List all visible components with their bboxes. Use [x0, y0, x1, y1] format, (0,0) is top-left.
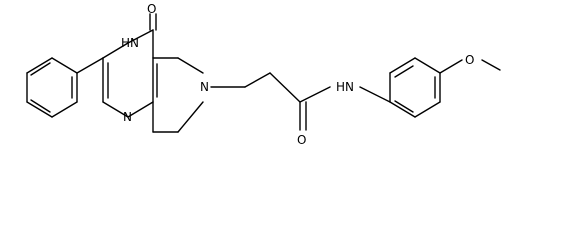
phenyl-link-bond	[76, 57, 104, 74]
ring-carbonyl	[149, 13, 157, 31]
amide-aryl-bond	[359, 86, 391, 103]
atom-o-amide: O	[297, 133, 306, 147]
methoxyphenyl-ring	[389, 57, 441, 118]
atom-n-tertiary: N	[200, 80, 209, 94]
atom-labels: O HN N N HN O O	[121, 2, 474, 147]
atom-nh-ring: HN	[121, 36, 139, 50]
methoxy-group	[439, 59, 501, 74]
atom-o-carbonyl: O	[147, 2, 156, 16]
pyrimidinone-ring	[102, 29, 158, 118]
atom-o-methoxy: O	[465, 53, 474, 67]
atom-n-pyrimidine: N	[123, 110, 132, 124]
molecule-structure: O HN N N HN O O	[26, 2, 501, 147]
phenyl-ring	[26, 57, 78, 118]
atom-nh-amide: HN	[336, 80, 354, 94]
propanamide-chain	[210, 72, 331, 131]
tetrahydropyridine-ring	[152, 57, 204, 133]
